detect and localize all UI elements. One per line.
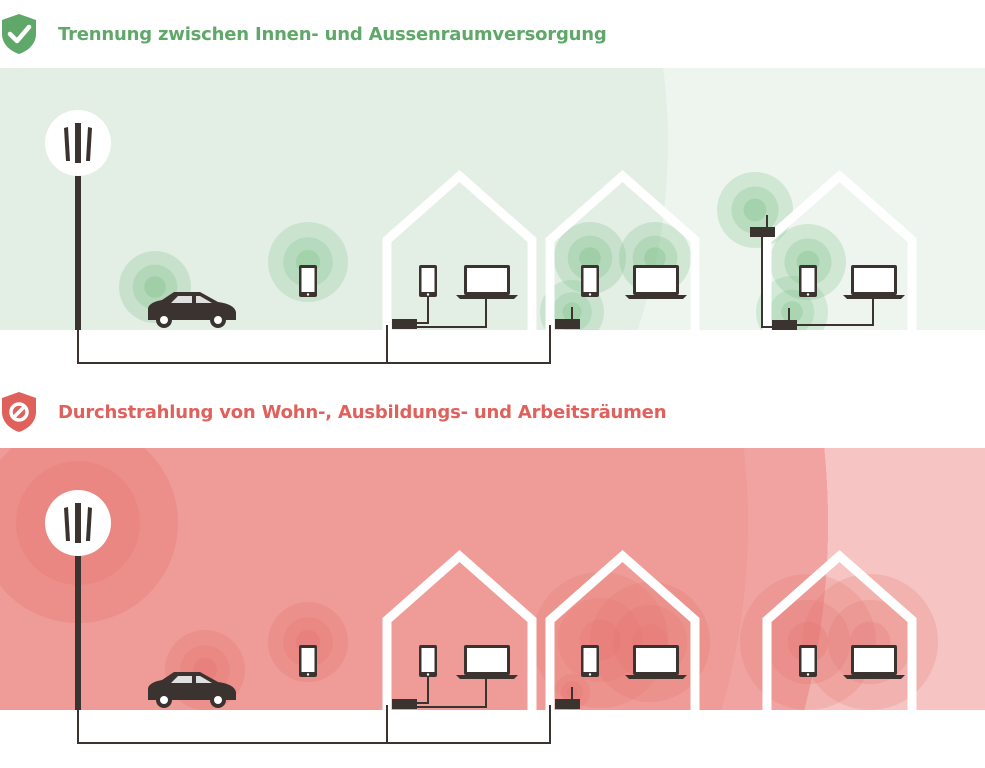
car-icon: [148, 292, 236, 328]
house-outline: [762, 549, 917, 710]
house-outline: [382, 169, 537, 330]
smartphone-icon: [799, 265, 817, 297]
scene-penetrating: [0, 448, 985, 744]
smartphone-icon: [581, 645, 599, 677]
smartphone-icon: [581, 265, 599, 297]
house-outline: [382, 549, 537, 710]
smartphone-icon: [299, 645, 317, 677]
router-icon: [392, 319, 417, 329]
laptop-icon: [843, 645, 905, 679]
laptop-icon: [456, 265, 518, 299]
section-title: Durchstrahlung von Wohn-, Ausbildungs- u…: [58, 401, 667, 423]
laptop-icon: [843, 265, 905, 299]
laptop-icon: [625, 645, 687, 679]
shield-forbidden-icon: [2, 392, 36, 432]
laptop-icon: [456, 645, 518, 679]
shield-check-icon: [2, 14, 36, 54]
cable-lines: [77, 232, 874, 364]
router-icon: [772, 308, 797, 330]
signal-waves: [802, 574, 938, 710]
signal-waves: [554, 222, 626, 294]
smartphone-icon: [419, 265, 437, 297]
laptop-icon: [625, 265, 687, 299]
house-outline: [545, 549, 700, 710]
router-icon: [392, 699, 417, 709]
cable-lines: [77, 677, 551, 744]
section-header-green: Trennung zwischen Innen- und Aussenraumv…: [0, 12, 607, 56]
cell-tower-icon: [45, 110, 111, 330]
router-icon: [750, 215, 775, 237]
section-header-red: Durchstrahlung von Wohn-, Ausbildungs- u…: [0, 390, 667, 434]
cell-tower-icon: [45, 490, 111, 710]
smartphone-icon: [419, 645, 437, 677]
smartphone-icon: [299, 265, 317, 297]
router-icon: [555, 307, 580, 329]
section-title: Trennung zwischen Innen- und Aussenraumv…: [58, 23, 607, 45]
car-icon: [148, 672, 236, 708]
smartphone-icon: [799, 645, 817, 677]
house-outline: [762, 169, 917, 330]
scene-separated: [0, 68, 985, 364]
panel-background: [0, 448, 985, 710]
house-outline: [545, 169, 700, 330]
router-icon: [555, 687, 580, 709]
